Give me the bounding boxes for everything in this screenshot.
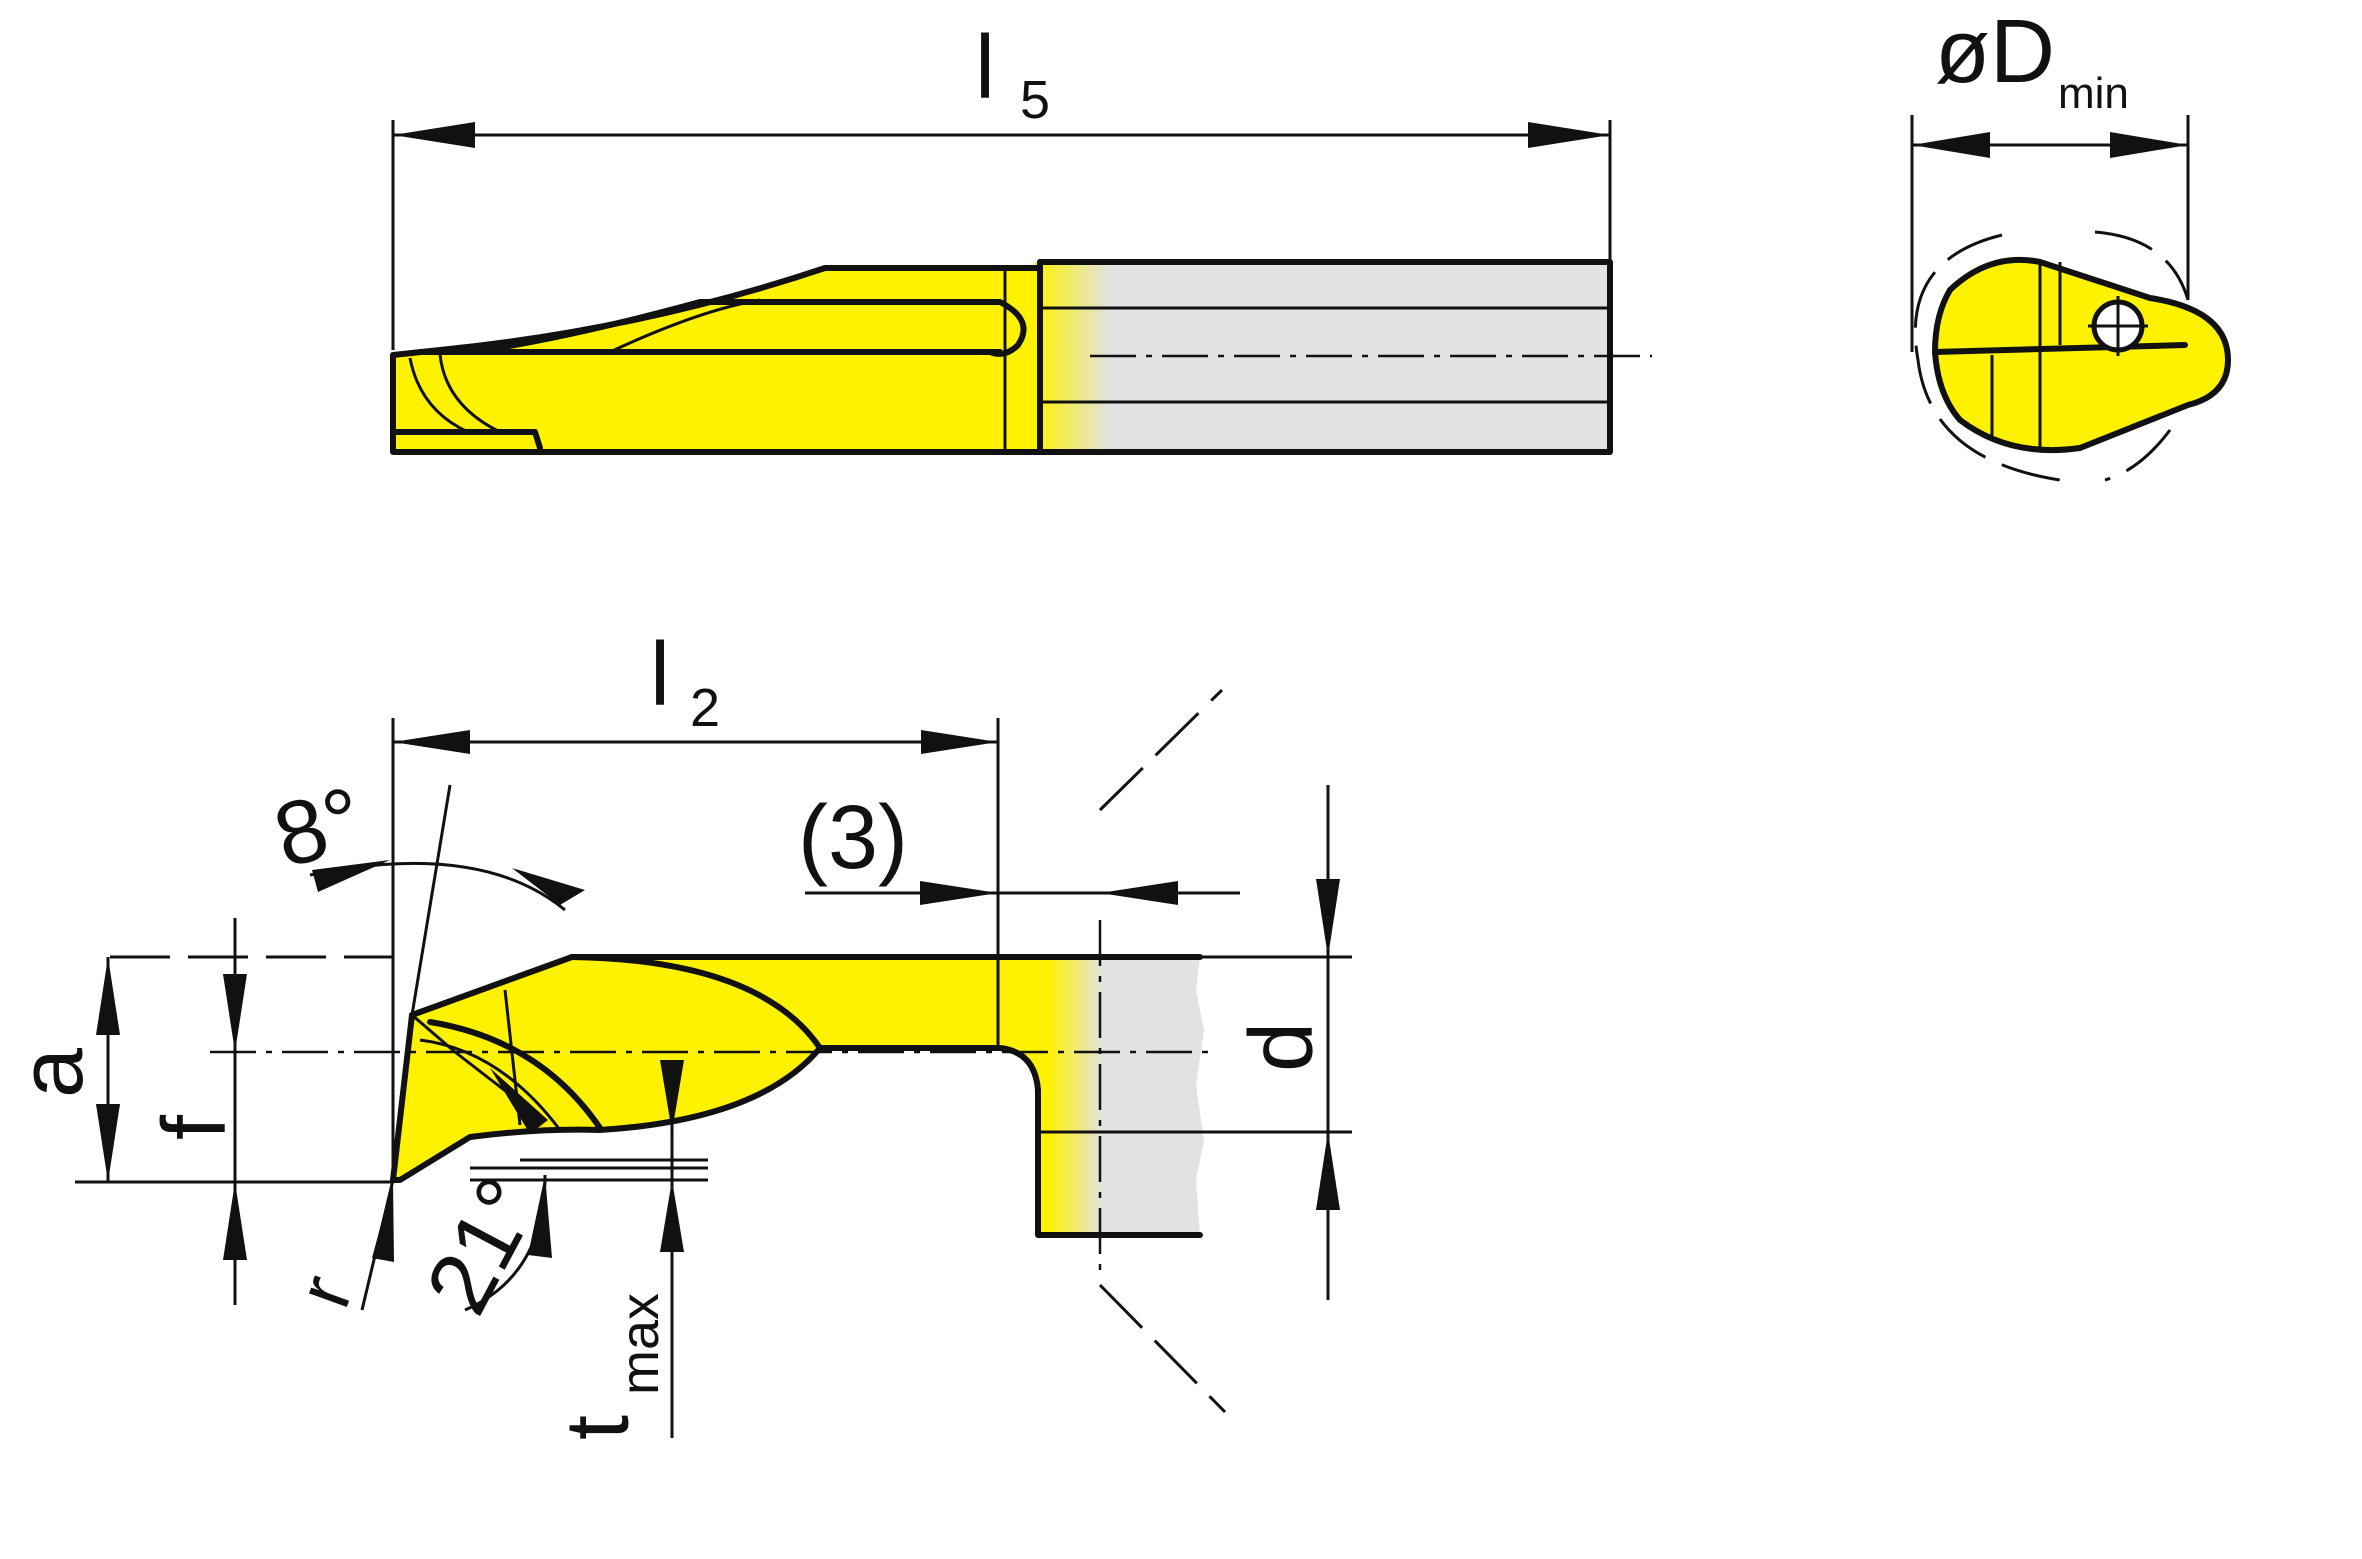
a-label: a — [2, 1047, 102, 1098]
chip-flute-inner — [609, 298, 761, 354]
tip-lip — [390, 429, 543, 451]
l2-label: l — [650, 625, 670, 725]
detail-outline — [390, 954, 1203, 1183]
detail-chip-arc-2 — [419, 1038, 562, 1131]
end-view — [1913, 230, 2231, 482]
dim-l2: l 2 — [391, 625, 1000, 1180]
insert-body — [393, 262, 1042, 452]
l2-subscript: 2 — [690, 678, 720, 738]
detail-fade — [1048, 957, 1103, 1235]
tip-curve-2 — [438, 353, 501, 434]
bore-arc-3 — [2104, 429, 2172, 482]
dim-dmin: øD min — [1910, 2, 2190, 352]
dim-tmax: t max — [548, 1060, 684, 1440]
detail-underside — [390, 1045, 1203, 1238]
dim-r: r — [281, 1179, 395, 1318]
detail-flute-top — [569, 954, 823, 1051]
dim-3: (3) — [798, 788, 1240, 905]
tmax-subscript: max — [610, 1293, 670, 1395]
tip-curve — [408, 357, 469, 434]
f-label: f — [145, 1114, 245, 1140]
bore-arc-2 — [2094, 230, 2190, 301]
bore-wall-bottom — [1098, 1283, 1227, 1414]
angle-21-label: 21° — [407, 1162, 559, 1329]
dim-l5: l 5 — [391, 18, 1612, 350]
dim-a: a — [2, 957, 120, 1182]
bore-arc — [1913, 233, 2061, 482]
dmin-label: øD — [1935, 2, 2055, 102]
l5-label: l — [975, 18, 995, 118]
detail-chip-arc — [427, 1019, 603, 1131]
dim-d: d — [1232, 785, 1340, 1300]
detail-shank — [1080, 957, 1204, 1235]
detail-view — [75, 688, 1352, 1414]
detail-tip-line — [411, 1013, 456, 1054]
bore-wall-top — [1098, 688, 1224, 812]
tmax-label: t — [548, 1415, 648, 1440]
paren-3-label: (3) — [798, 788, 908, 888]
detail-insert — [393, 957, 1050, 1235]
dim-f: f — [145, 918, 247, 1305]
l5-subscript: 5 — [1020, 70, 1050, 130]
side-view — [390, 259, 1652, 455]
end-rake-line — [1932, 342, 2188, 355]
end-profile — [1932, 256, 2231, 454]
dmin-subscript: min — [2058, 69, 2129, 118]
d-label: d — [1232, 1022, 1332, 1072]
r-label: r — [281, 1265, 370, 1318]
chip-flute — [467, 299, 1027, 357]
